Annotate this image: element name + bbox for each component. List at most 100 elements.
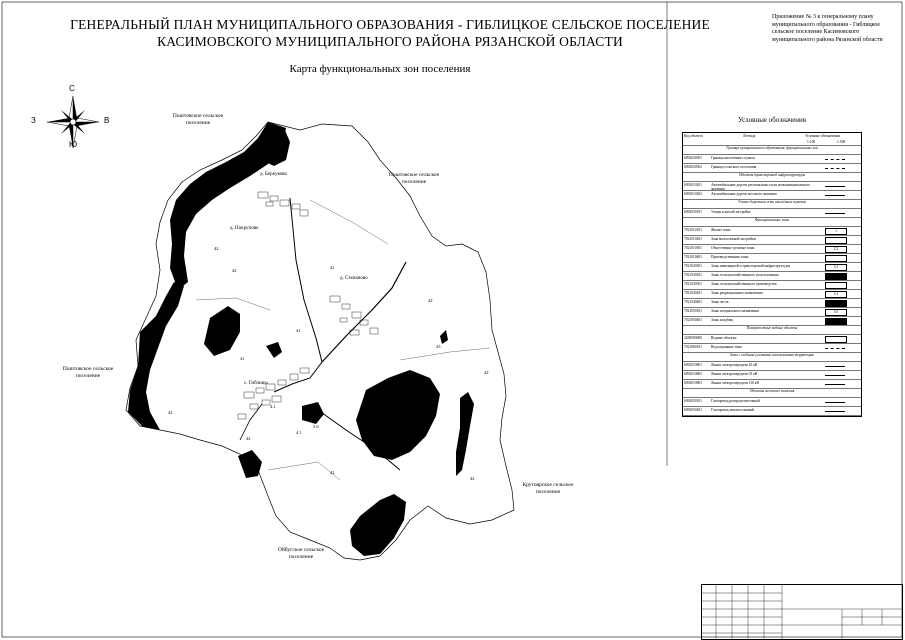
compass-east-label: В [104, 116, 110, 125]
neighbor-label-w: Поштовское сельское поселение [62, 366, 114, 379]
legend-row-description: Жилые зоны [711, 228, 731, 232]
legend-row-symbol [825, 186, 845, 187]
neighbor-label-ne: Поштовское сельское поселение [388, 172, 440, 185]
legend-row-code: 6092010801 [684, 363, 702, 367]
map-legend: Условные обозначения Код объекта Легенда… [682, 116, 862, 466]
legend-section-heading: Объекты транспортной инфраструктуры [683, 173, 861, 182]
forest-zone-north [262, 124, 290, 166]
legend-row-symbol [825, 402, 845, 403]
zone-number: 4.1 [296, 430, 302, 435]
legend-row-code: 7021030301 [684, 282, 702, 286]
legend-row-description: Линии электропередачи 10 кВ [711, 363, 758, 367]
settlement-boundary [125, 121, 515, 561]
legend-row-symbol [825, 336, 847, 343]
legend-row-symbol [825, 159, 845, 160]
zone-number: 41 [296, 328, 301, 333]
legend-section-title: Улично-дорожная сеть населённых пунктов [738, 200, 806, 204]
legend-row-code: 6092030101 [684, 210, 702, 214]
forest-zone-southwest [128, 282, 184, 430]
legend-row-code: 7021040201 [684, 291, 702, 295]
legend-section-heading: Улично-дорожная сеть населённых пунктов [683, 200, 861, 209]
legend-row-description: Производственные зоны [711, 255, 749, 259]
zone-number: 4.1 [270, 404, 276, 409]
legend-section-heading: Поверхностные водные объекты [683, 326, 861, 335]
compass-west-label: З [31, 116, 36, 125]
legend-row-code: 7021050101 [684, 309, 702, 313]
legend-row-description: Граница сельского поселения [711, 165, 757, 169]
zone-number: 42 [214, 246, 219, 251]
forest-zone-east-large [356, 370, 440, 460]
legend-row-description: Зоны специального назначения [711, 309, 759, 313]
legend-row-code: 6092010202 [684, 192, 702, 196]
legend-row: 7021030301 Зоны сельскохозяйственного про… [683, 281, 861, 290]
legend-row-description: Газопровод распределительный [711, 399, 760, 403]
legend-row-description: Газопровод межпоселковый [711, 408, 754, 412]
village-berkukovo [257, 191, 309, 217]
compass-rose-icon [46, 95, 100, 149]
legend-row-symbol [825, 237, 847, 244]
zone-number: 41 [240, 356, 245, 361]
legend-row-symbol: 3.1 [825, 264, 847, 271]
legend-row-description: Зона малоэтажной застройки [711, 237, 756, 241]
legend-row-description: Улицы в жилой застройке [711, 210, 751, 214]
road-south [317, 409, 401, 471]
legend-header-name: Легенда [743, 134, 756, 138]
forest-zone-strip [456, 392, 474, 476]
zone-number: 42 [246, 436, 251, 441]
legend-row-symbol: 4.1 [825, 291, 847, 298]
legend-row-description: Зоны сельскохозяйственного производства [711, 282, 777, 286]
legend-row-symbol [825, 366, 845, 367]
legend-row-code: 7021030201 [684, 273, 702, 277]
village-giblitsy [237, 367, 310, 420]
zone-number: 43 [436, 344, 441, 349]
title-line-1: ГЕНЕРАЛЬНЫЙ ПЛАН МУНИЦИПАЛЬНОГО ОБРАЗОВА… [70, 17, 710, 32]
legend-row-description: Водные объекты [711, 336, 737, 340]
compass-south-label: Ю [69, 140, 78, 149]
legend-row-description: Зоны рекреационного назначения [711, 291, 763, 295]
legend-row-description: Граница населённого пункта [711, 156, 755, 160]
legend-section-title: Зоны с особыми условиями использования т… [729, 353, 815, 357]
map-subtitle: Карта функциональных зон поселения [289, 63, 471, 75]
legend-row-symbol: 1 [825, 228, 847, 235]
legend-section-title: Объекты транспортной инфраструктуры [738, 173, 806, 177]
forest-zone-mid [204, 306, 240, 356]
legend-title: Условные обозначения [737, 116, 807, 124]
legend-row-code: 7021020301 [684, 264, 702, 268]
zone-number: 42 [232, 268, 237, 273]
compass-north-label: С [69, 84, 75, 93]
legend-row-code: 7021040401 [684, 300, 702, 304]
water-object [440, 330, 448, 344]
zone-number: 42 [470, 476, 475, 481]
zone-number: 5.6 [313, 424, 319, 429]
road-branch [239, 403, 263, 441]
zone-number: 42 [428, 298, 433, 303]
legend-row-symbol [825, 411, 845, 412]
legend-row-code: 6092010201 [684, 183, 702, 187]
settlement-label-berkukovo: д. Беркуково [260, 172, 287, 177]
legend-section-heading: Функциональные зоны [683, 218, 861, 227]
title-block-stamp [701, 584, 903, 640]
legend-header-symbol: Условные обозначения [805, 134, 840, 138]
neighbor-label-s: Ойбугское сельское поселение [277, 547, 325, 560]
legend-header-scale2: 1:500 [837, 140, 846, 144]
legend-row-code: 6092020501 [684, 156, 702, 160]
legend-header-scale1: 1:100 [807, 140, 816, 144]
zone-line-1 [309, 199, 389, 245]
title-line-2: КАСИМОВСКОГО МУНИЦИПАЛЬНОГО РАЙОНА РЯЗАН… [157, 34, 623, 49]
settlement-label-giblitsy: с. Гиблицы [244, 381, 268, 386]
stamp-grid [702, 585, 902, 639]
zone-number: 41 [330, 265, 335, 270]
neighbor-label-se: Крутоярское сельское поселение [522, 482, 574, 495]
legend-row-description: Водоохранные зоны [711, 345, 742, 349]
legend-row-symbol [825, 318, 847, 325]
